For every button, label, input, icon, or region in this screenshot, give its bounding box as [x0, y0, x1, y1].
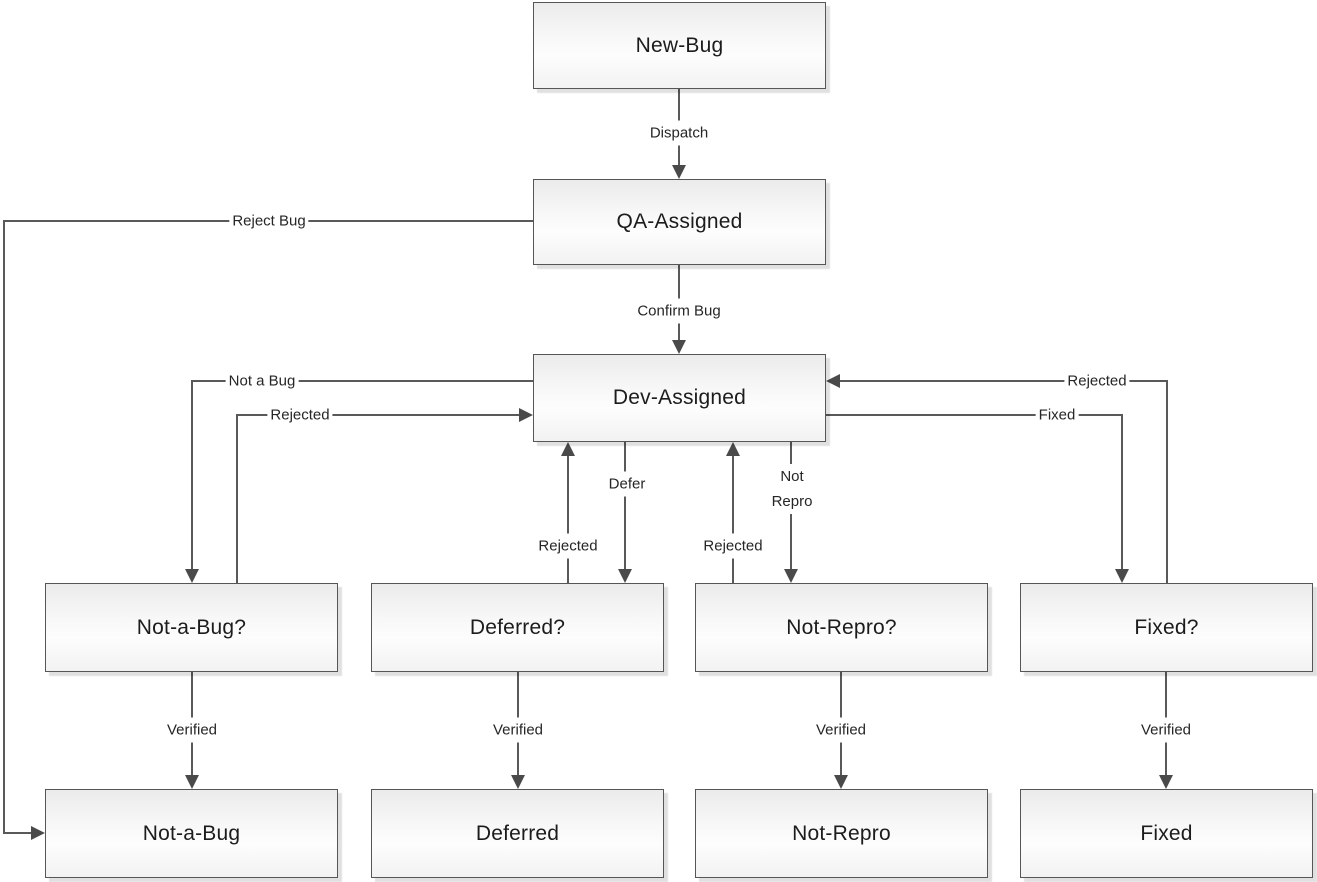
edge-rejected-from-not-a-bug	[236, 408, 533, 583]
node-not-repro: Not-Repro	[695, 789, 988, 878]
node-not-repro-question: Not-Repro?	[695, 583, 988, 672]
node-qa-assigned: QA-Assigned	[533, 179, 826, 265]
node-deferred-question: Deferred?	[371, 583, 664, 672]
edge-label-reject-bug: Reject Bug	[229, 208, 309, 234]
edge-not-a-bug	[185, 380, 533, 583]
node-not-a-bug: Not-a-Bug	[45, 789, 338, 878]
edge-label-rejected-not-a-bug: Rejected	[267, 402, 333, 428]
node-dev-assigned: Dev-Assigned	[533, 354, 826, 442]
edge-label-verified-fixed: Verified	[1137, 717, 1195, 743]
edge-fixed	[826, 414, 1129, 583]
node-not-a-bug-question: Not-a-Bug?	[45, 583, 338, 672]
edge-label-verified-not-repro: Verified	[812, 717, 870, 743]
edge-label-verified-deferred: Verified	[489, 717, 547, 743]
edge-label-fixed: Fixed	[1035, 402, 1079, 428]
edge-reject-bug	[3, 220, 533, 840]
edge-label-rejected-fixed: Rejected	[1064, 368, 1130, 394]
edge-label-not-a-bug: Not a Bug	[225, 368, 299, 394]
edge-label-verified-not-a-bug: Verified	[163, 717, 221, 743]
edge-label-dispatch: Dispatch	[646, 120, 712, 146]
edge-rejected-from-fixed	[826, 374, 1168, 583]
edge-label-rejected-not-repro: Rejected	[700, 533, 766, 559]
node-fixed-question: Fixed?	[1020, 583, 1313, 672]
edge-label-confirm-bug: Confirm Bug	[634, 298, 724, 324]
node-new-bug: New-Bug	[533, 2, 826, 89]
edge-label-not-repro: Not Repro	[763, 464, 821, 514]
edge-label-defer: Defer	[605, 471, 649, 497]
node-fixed: Fixed	[1020, 789, 1313, 878]
edge-label-rejected-deferred: Rejected	[535, 533, 601, 559]
node-deferred: Deferred	[371, 789, 664, 878]
